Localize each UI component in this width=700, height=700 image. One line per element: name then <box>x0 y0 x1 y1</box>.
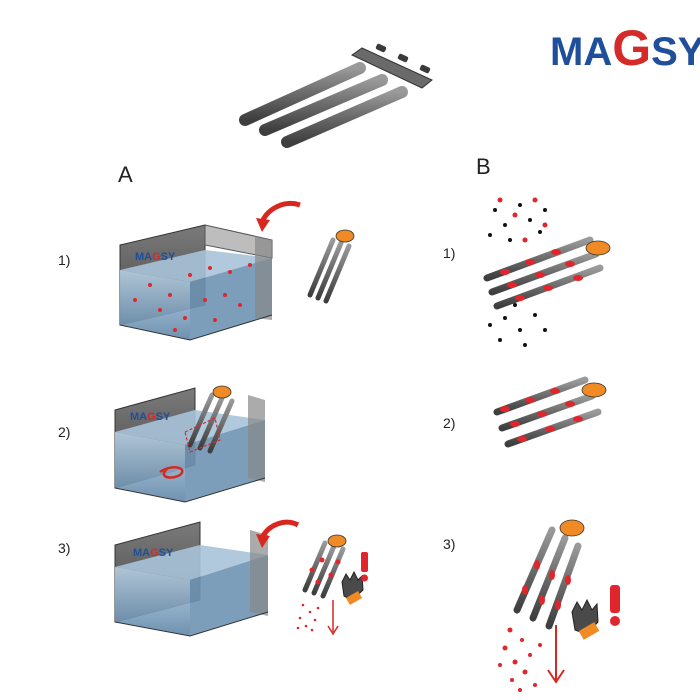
glove-icon <box>341 570 364 605</box>
curved-arrow-icon-a3 <box>259 519 300 540</box>
a-step-1-label: 1) <box>58 252 70 268</box>
hand-icon <box>212 385 232 399</box>
b-step-2-label: 2) <box>443 415 455 431</box>
stir-arrow-icon <box>159 466 184 479</box>
hand-icon <box>335 229 355 243</box>
tank-a3: MAGSY <box>114 521 269 637</box>
hand-icon <box>559 519 585 537</box>
b-step-1-label: 1) <box>443 245 455 261</box>
svg-text:MAGSY: MAGSY <box>550 20 700 76</box>
b1-particles-black <box>488 203 547 347</box>
tank-a2-logo: MAGSY <box>130 411 171 423</box>
logo-prefix: MA <box>550 30 612 74</box>
a-step-3-label: 3) <box>58 540 70 556</box>
b1-particles-red <box>497 197 548 243</box>
rods-held-a3 <box>296 534 347 636</box>
hand-icon <box>585 240 611 256</box>
hand-icon <box>327 534 347 548</box>
rods-b1 <box>483 236 611 310</box>
hand-icon <box>581 382 607 398</box>
warning-exclamation-icon-b3 <box>610 585 620 626</box>
logo-g: G <box>612 20 651 76</box>
section-a-label: A <box>118 162 133 187</box>
b3-falling-particles <box>498 627 542 692</box>
rods-b3 <box>513 519 585 630</box>
b-step-3-label: 3) <box>443 536 455 552</box>
magsy-logo: MAGSY <box>550 20 700 76</box>
curved-arrow-head-a3 <box>256 534 270 548</box>
a-step-2-label: 2) <box>58 424 70 440</box>
section-b-label: B <box>476 154 491 179</box>
logo-suffix: SY <box>651 30 700 74</box>
rods-b2 <box>493 376 607 448</box>
tank-a1-logo: MAGSY <box>135 251 176 263</box>
tank-a1: MAGSY <box>119 224 273 341</box>
rod-outline-red <box>184 417 221 453</box>
curved-arrow-head <box>256 218 270 232</box>
rods-held-a1 <box>307 229 355 304</box>
tank-a2: MAGSY <box>114 385 266 503</box>
curved-arrow-icon <box>259 201 301 224</box>
warning-exclamation-icon <box>361 552 368 582</box>
tank-a3-logo: MAGSY <box>133 547 174 559</box>
magnetic-rod-assembly-icon <box>239 43 433 148</box>
glove-icon-b3 <box>571 598 600 640</box>
